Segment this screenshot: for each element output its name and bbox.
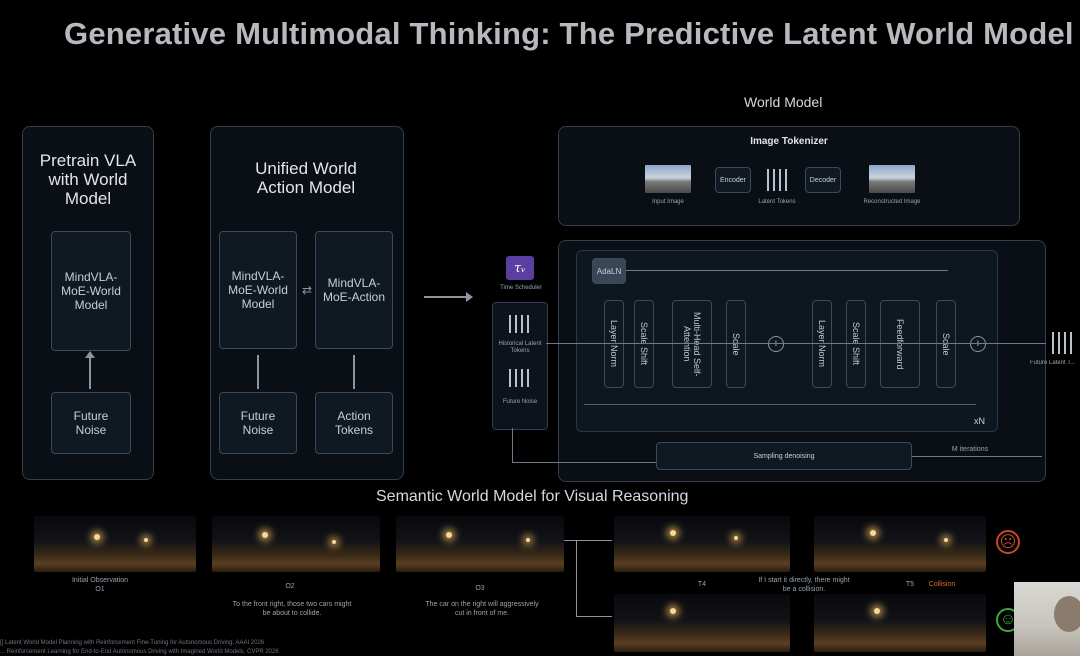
frame-o3-label: O3 xyxy=(475,585,485,592)
reconstructed-image-label: Reconstructed Image xyxy=(863,199,921,205)
scale-shift-1: Scale Shift xyxy=(634,300,654,388)
frame-o1-label: Initial Observation O1 xyxy=(71,577,129,593)
frame-t5-label: T5 xyxy=(905,581,915,588)
world-model-heading: World Model xyxy=(744,94,823,110)
up-arrow-head xyxy=(85,351,95,358)
sad-face-icon: ☹ xyxy=(996,530,1020,554)
frame-t5 xyxy=(814,516,986,572)
speaker-video-thumbnail xyxy=(1014,582,1080,656)
unified-model-title: Unified World Action Model xyxy=(255,159,357,197)
reconstructed-image xyxy=(869,165,915,193)
add-node-1: + xyxy=(768,336,784,352)
latent-token-bars xyxy=(765,169,789,196)
adaln-line xyxy=(626,270,948,271)
loop-line-h xyxy=(512,462,656,463)
frame-o3-caption: The car on the right will aggressively c… xyxy=(425,601,539,617)
unified-model-panel: Unified World Action Model MindVLA-MoE-W… xyxy=(210,126,404,480)
time-scheduler-label: Time Scheduler xyxy=(500,285,542,291)
image-tokenizer-title: Image Tokenizer xyxy=(750,136,828,147)
add-node-2: + xyxy=(970,336,986,352)
main-flow-line xyxy=(546,343,1046,344)
future-noise-box-2: Future Noise xyxy=(219,392,297,454)
flow-arrow-head xyxy=(466,292,473,302)
world-model-box: MindVLA-MoE-World Model xyxy=(51,231,131,351)
frame-t4 xyxy=(614,516,790,572)
encoder-box: Encoder xyxy=(715,167,751,193)
scale-2: Scale xyxy=(936,300,956,388)
scale-shift-2: Scale Shift xyxy=(846,300,866,388)
latent-tokens-label: Latent Tokens xyxy=(758,199,796,205)
footnote-2: ... Reinforcement Learning for End-to-En… xyxy=(0,649,279,655)
bidirectional-arrow: ⇄ xyxy=(301,283,313,297)
frame-alt-2 xyxy=(814,594,986,652)
semantic-title: Semantic World Model for Visual Reasonin… xyxy=(376,488,689,505)
time-scheduler-icon: τᵥ xyxy=(506,256,534,280)
layer-norm-2: Layer Norm xyxy=(812,300,832,388)
adaln-box: AdaLN xyxy=(592,258,626,284)
layer-norm-1: Layer Norm xyxy=(604,300,624,388)
frame-o1 xyxy=(34,516,196,572)
frame-alt-1 xyxy=(614,594,790,652)
pretrain-vla-title: Pretrain VLA with World Model xyxy=(39,151,137,208)
sampling-box: Sampling denoising xyxy=(656,442,912,470)
speaker-head xyxy=(1054,596,1080,632)
residual-line xyxy=(584,404,976,405)
action-tokens-box: Action Tokens xyxy=(315,392,393,454)
page-title: Generative Multimodal Thinking: The Pred… xyxy=(64,16,1074,51)
feedforward-box: Feedforward xyxy=(880,300,920,388)
scale-1: Scale xyxy=(726,300,746,388)
footnote-1: [] Latent World Model Planning with Rein… xyxy=(0,640,265,646)
up-arrow-right xyxy=(353,355,355,389)
action-model-box: MindVLA-MoE-Action xyxy=(315,231,393,349)
frame-t5-caption: If I start it directly, there might be a… xyxy=(758,577,850,593)
loop-line-h2 xyxy=(912,456,1042,457)
branch-line-in xyxy=(564,540,576,541)
world-model-box-2: MindVLA-MoE-World Model xyxy=(219,231,297,349)
future-noise-box: Future Noise xyxy=(51,392,131,454)
loop-line xyxy=(512,428,513,462)
frame-o2 xyxy=(212,516,380,572)
frame-o2-label: O2 xyxy=(285,583,295,590)
historical-tokens-label: Historical Latent Tokens xyxy=(498,341,542,354)
input-image xyxy=(645,165,691,193)
future-latent-bars xyxy=(1050,332,1074,359)
frame-o2-caption: To the front right, those two cars might… xyxy=(232,601,352,617)
input-token-column: Historical Latent Tokens Future Noise xyxy=(492,302,548,430)
up-arrow xyxy=(89,355,91,389)
future-noise-bars xyxy=(507,369,531,392)
frame-t4-label: T4 xyxy=(697,581,707,588)
branch-line-bottom xyxy=(576,616,612,617)
frame-o3 xyxy=(396,516,564,572)
flow-arrow xyxy=(424,296,468,298)
m-iterations-label: M iterations xyxy=(951,446,989,453)
decoder-box: Decoder xyxy=(805,167,841,193)
historical-token-bars xyxy=(507,315,531,338)
pretrain-vla-panel: Pretrain VLA with World Model MindVLA-Mo… xyxy=(22,126,154,480)
input-image-label: Input Image xyxy=(652,199,684,205)
image-tokenizer-panel: Image Tokenizer Input Image Encoder Late… xyxy=(558,126,1020,226)
up-arrow-left xyxy=(257,355,259,389)
xn-label: xN xyxy=(974,416,985,426)
future-noise-label: Future Noise xyxy=(502,399,538,405)
branch-line-top xyxy=(576,540,612,541)
branch-line-v xyxy=(576,540,577,616)
collision-label: Collision xyxy=(928,581,956,588)
future-latent-label: Future Latent T... xyxy=(1030,360,1076,366)
attention-box: Multi-Head Self-Attention xyxy=(672,300,712,388)
